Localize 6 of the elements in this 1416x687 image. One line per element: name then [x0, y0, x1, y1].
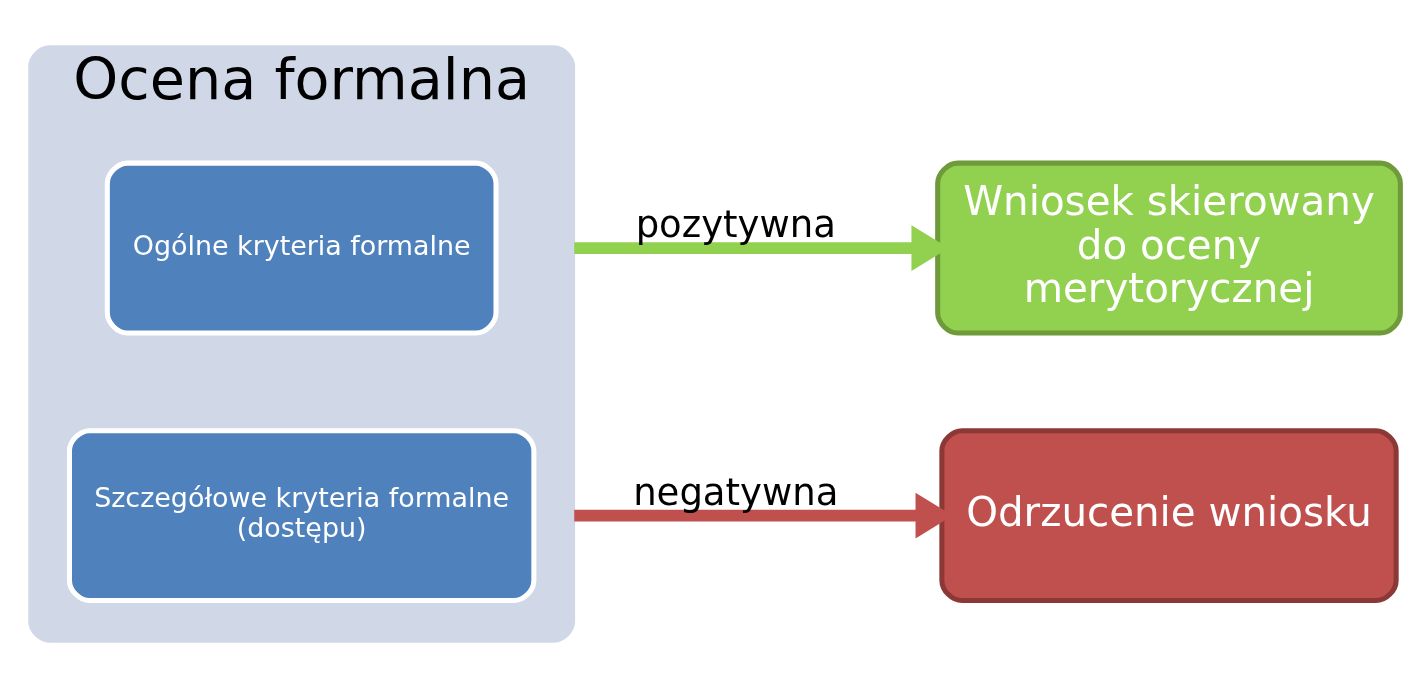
- node-box: Szczegółowe kryteria formalne (dostępu): [66, 427, 537, 603]
- edge-label: pozytywna: [635, 202, 836, 246]
- node-box: Wniosek skierowany do oceny merytorycznej: [935, 160, 1403, 336]
- node-box: Ogólne kryteria formalne: [104, 160, 499, 336]
- node-box: Odrzucenie wniosku: [939, 427, 1399, 603]
- edge-label: negatywna: [633, 470, 839, 514]
